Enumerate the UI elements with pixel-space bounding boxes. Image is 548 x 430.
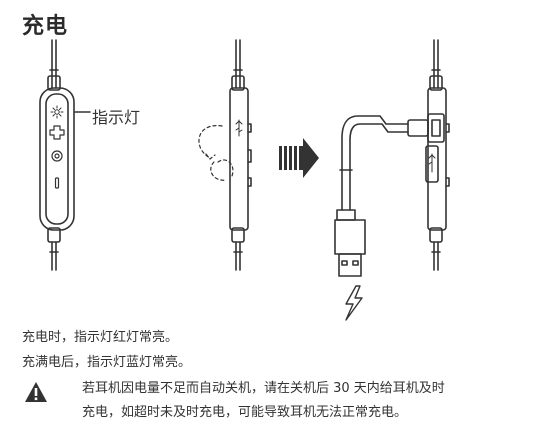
page-title: 充电 — [22, 14, 69, 39]
remote-side-view — [229, 39, 252, 271]
charging-illustration — [39, 39, 450, 321]
right-arrow-icon — [279, 138, 319, 178]
usb-cover-icon — [235, 119, 243, 137]
warning-triangle-icon — [25, 382, 47, 402]
usb-port-icon — [428, 153, 436, 173]
warning-line-2: 充电，如超时未及时充电，可能导致耳机无法正常充电。 — [82, 405, 408, 420]
indicator-light-icon — [50, 105, 64, 119]
open-cover-gesture — [198, 125, 234, 181]
usb-cable — [334, 115, 429, 277]
warning-line-1: 若耳机因电量不足而自动关机，请在关机后 30 天内给耳机及时 — [82, 381, 445, 396]
remote-charging-view — [425, 39, 450, 271]
volume-down-icon — [54, 177, 60, 189]
volume-up-icon — [49, 125, 65, 140]
play-pause-icon — [51, 150, 63, 162]
lightning-bolt-icon — [345, 285, 363, 321]
charging-status-text: 充电时，指示灯红灯常亮。 — [22, 330, 179, 345]
full-charge-status-text: 充满电后，指示灯蓝灯常亮。 — [22, 355, 192, 370]
remote-front-view — [39, 39, 91, 271]
warning-note: 若耳机因电量不足而自动关机，请在关机后 30 天内给耳机及时 充电，如超时未及时… — [82, 377, 502, 425]
indicator-light-label: 指示灯 — [92, 108, 141, 127]
